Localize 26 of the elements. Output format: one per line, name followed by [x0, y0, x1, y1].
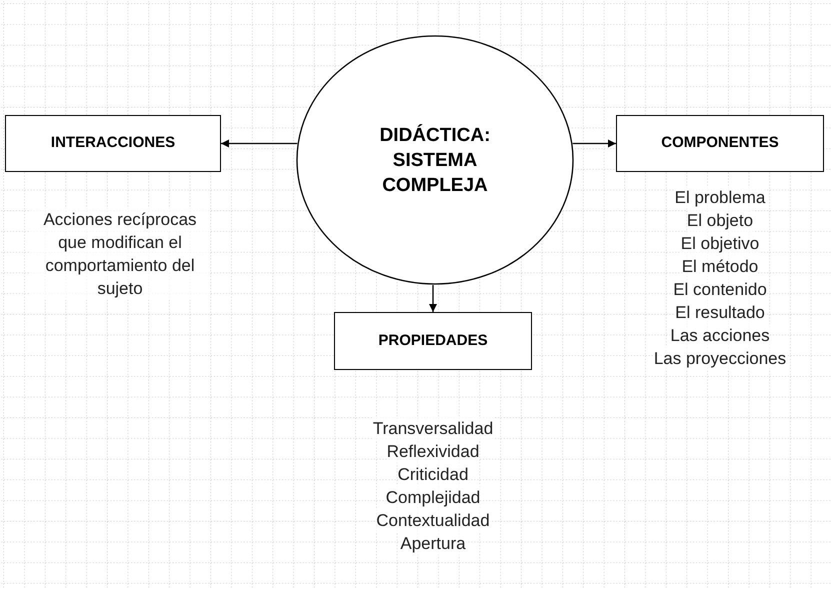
concept-box: [5, 115, 221, 172]
description-text: Acciones recíprocas que modifican el comportamiento del sujeto: [30, 208, 210, 300]
arrow: [429, 285, 437, 312]
description-text: Las proyecciones: [654, 347, 786, 370]
description-text: Reflexividad: [386, 440, 480, 463]
description-text: Complejidad: [386, 486, 480, 509]
concept-box: [616, 115, 824, 172]
box-title: PROPIEDADES: [378, 330, 488, 351]
concept-box: [334, 312, 532, 370]
concept-title: DIDÁCTICA: SISTEMA COMPLEJA: [378, 123, 492, 198]
description-text: El método: [682, 255, 758, 278]
box-title: COMPONENTES: [661, 133, 779, 154]
arrow: [221, 140, 298, 148]
description-text: El contenido: [673, 278, 767, 301]
description-text: Transversalidad: [372, 417, 494, 440]
box-title: INTERACCIONES: [50, 133, 176, 154]
arrow: [572, 140, 616, 148]
description-text: El objetivo: [680, 232, 760, 255]
description-text: El problema: [674, 186, 766, 209]
description-text: El resultado: [675, 301, 765, 324]
description-text: El objeto: [686, 209, 754, 232]
description-text: Apertura: [400, 532, 466, 555]
concept-circle: [296, 35, 574, 285]
description-text: Contextualidad: [376, 509, 490, 532]
description-text: Criticidad: [398, 463, 468, 486]
description-text: Las acciones: [670, 324, 770, 347]
